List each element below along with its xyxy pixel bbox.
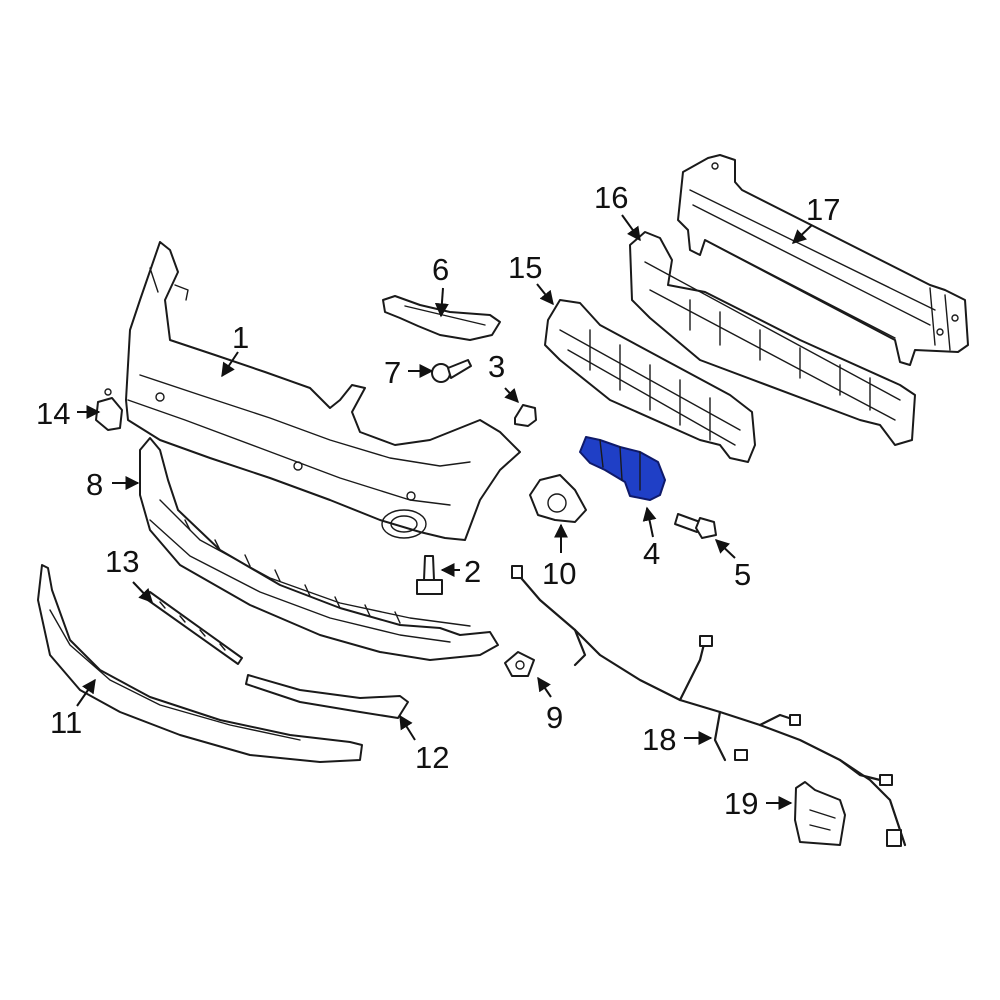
callout-4: 4 bbox=[643, 536, 660, 571]
callout-numbers: 1 2 3 4 5 6 7 8 9 10 11 12 13 14 15 16 1… bbox=[36, 180, 840, 821]
retainer-clip bbox=[514, 404, 537, 427]
sensor-bracket bbox=[529, 474, 587, 523]
callout-leaders bbox=[76, 214, 813, 810]
callout-14: 14 bbox=[36, 396, 70, 431]
callout-6: 6 bbox=[432, 252, 449, 287]
highlighted-bracket bbox=[579, 436, 666, 501]
reinforcement-beam bbox=[677, 154, 969, 366]
callout-1: 1 bbox=[232, 320, 249, 355]
nut-clip bbox=[504, 651, 535, 677]
callout-11: 11 bbox=[50, 705, 82, 740]
tow-hook-cover bbox=[95, 388, 123, 431]
bolt bbox=[674, 513, 717, 539]
center-trim-strip bbox=[144, 591, 243, 665]
wiring-harness bbox=[511, 565, 907, 847]
callout-19: 19 bbox=[724, 786, 758, 821]
callout-7: 7 bbox=[384, 355, 401, 390]
callout-10: 10 bbox=[542, 556, 576, 591]
energy-absorber bbox=[629, 231, 916, 446]
right-trim-strip bbox=[245, 674, 409, 719]
lower-bumper-absorber bbox=[139, 437, 499, 661]
callout-17: 17 bbox=[806, 192, 840, 227]
callout-12: 12 bbox=[415, 740, 449, 775]
callout-3: 3 bbox=[488, 349, 505, 384]
callout-15: 15 bbox=[508, 250, 542, 285]
callout-18: 18 bbox=[642, 722, 676, 757]
callout-5: 5 bbox=[734, 557, 751, 592]
screw bbox=[431, 359, 472, 383]
callout-8: 8 bbox=[86, 467, 103, 502]
mounting-bolt bbox=[416, 555, 443, 595]
callout-2: 2 bbox=[464, 554, 481, 589]
callout-9: 9 bbox=[546, 700, 563, 735]
callout-13: 13 bbox=[105, 544, 139, 579]
bumper-cover bbox=[125, 241, 521, 541]
lower-trim-strip bbox=[37, 564, 363, 763]
absorber-bracket bbox=[544, 299, 756, 463]
sensor-holder bbox=[794, 781, 846, 846]
callout-16: 16 bbox=[594, 180, 628, 215]
